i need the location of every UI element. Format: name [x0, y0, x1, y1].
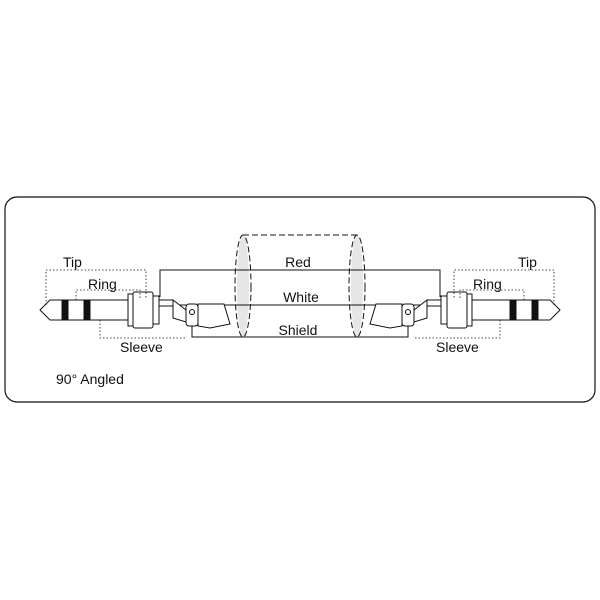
left-plug-tab	[158, 299, 174, 307]
left-leader-lines	[45, 269, 186, 339]
right-plug-ground-screw	[405, 309, 411, 315]
right-plug-ring-insulator	[509, 299, 517, 321]
right-tip-label: Tip	[518, 254, 537, 270]
left-plug-ring	[67, 299, 85, 321]
right-leader-lines	[414, 269, 555, 339]
right-plug-housing	[369, 303, 403, 329]
right-plug-body	[446, 291, 468, 329]
angled-note: 90° Angled	[56, 371, 124, 387]
right-plug	[369, 291, 561, 329]
left-ring-label: Ring	[88, 276, 117, 292]
left-ring-leader	[75, 289, 141, 300]
shield-wire-label: Shield	[279, 322, 318, 338]
left-tip-label: Tip	[63, 254, 82, 270]
right-ring-leader	[459, 289, 525, 300]
left-plug-ground-screw	[189, 309, 195, 315]
left-plug-ring-insulator	[83, 299, 91, 321]
left-tip-leader	[45, 269, 147, 305]
right-ring-label: Ring	[473, 276, 502, 292]
right-plug-tip-insulator	[531, 299, 539, 321]
left-plug	[39, 291, 231, 329]
right-plug-sleeve	[469, 299, 511, 321]
diagram-frame	[4, 196, 596, 403]
white-wire-label: White	[283, 289, 319, 305]
right-sleeve-label: Sleeve	[436, 339, 479, 355]
red-wire	[159, 269, 441, 297]
right-plug-rear	[440, 295, 448, 325]
shield-left-fill	[237, 235, 249, 337]
shield-right-fill	[351, 235, 363, 337]
left-sleeve-leader	[99, 320, 186, 339]
shield-right-end	[348, 234, 366, 338]
left-plug-housing	[197, 303, 231, 329]
cable-shield	[234, 234, 366, 338]
right-plug-ring	[515, 299, 533, 321]
red-wire-label: Red	[285, 254, 311, 270]
left-plug-body	[132, 291, 154, 329]
left-plug-rear	[152, 295, 160, 325]
right-sleeve-leader	[414, 320, 501, 339]
right-plug-collar	[466, 293, 473, 327]
right-plug-tab	[426, 299, 442, 307]
left-sleeve-label: Sleeve	[120, 339, 163, 355]
left-plug-tip-insulator	[61, 299, 69, 321]
right-tip-leader	[453, 269, 555, 305]
left-plug-collar	[127, 293, 134, 327]
left-plug-sleeve	[89, 299, 131, 321]
shield-left-end	[234, 234, 252, 338]
